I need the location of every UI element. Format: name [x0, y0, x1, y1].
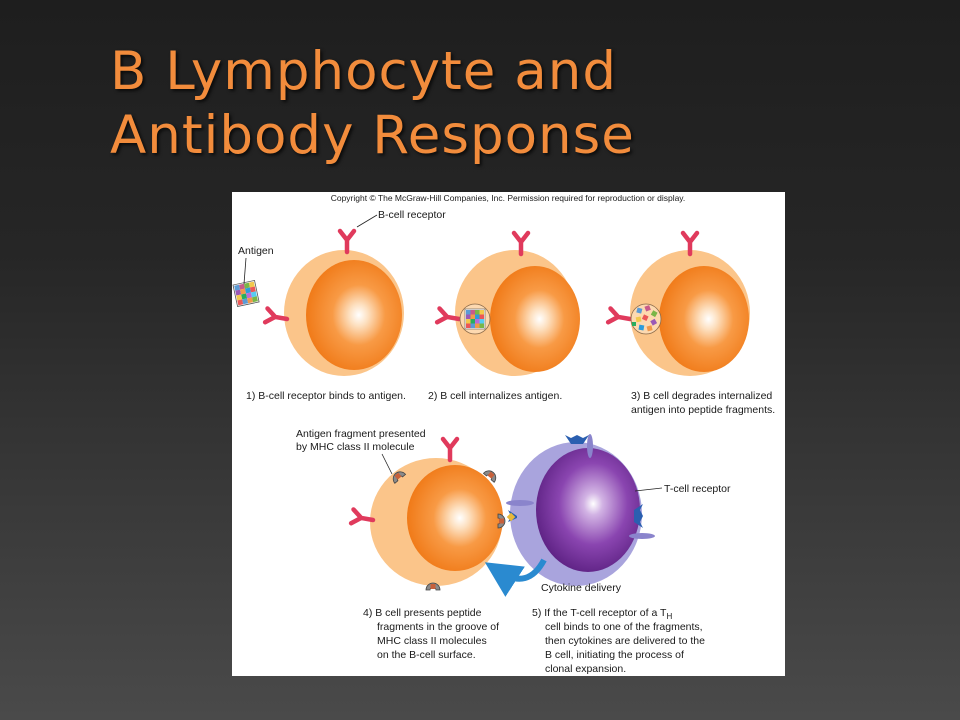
b-cell-receptor-icon [608, 308, 631, 325]
step-2-caption: 2) B cell internalizes antigen. [428, 390, 562, 402]
slide-title-line-1: B Lymphocyte and [110, 41, 617, 102]
step-5-caption-line-3: then cytokines are delivered to the [545, 635, 705, 647]
t-cell-receptor-icon [634, 504, 643, 528]
step-3-caption-line-1: 3) B cell degrades internalized [631, 390, 772, 402]
step-5-caption-line-4: B cell, initiating the process of [545, 649, 684, 661]
b-cell-step-1 [232, 231, 404, 376]
b-cell-receptor-icon [443, 439, 457, 460]
step-5-caption-line-1-text: 5) If the T-cell receptor of a T [532, 607, 667, 619]
step-4-caption-line-2: fragments in the groove of [377, 621, 499, 633]
t-cell-receptor-icon [565, 435, 589, 444]
b-cell-step-3 [608, 233, 750, 376]
step-5-caption-subscript: H [666, 612, 672, 621]
b-cell-step-2 [437, 233, 580, 376]
peptide-fragments-icon [632, 305, 658, 332]
slide-title-line-2: Antibody Response [110, 105, 635, 166]
copyright-text: Copyright © The McGraw-Hill Companies, I… [331, 193, 686, 203]
cytokine-delivery-label: Cytokine delivery [541, 582, 622, 594]
slide-title: B Lymphocyte and Antibody Response [110, 40, 810, 168]
figure-diagram: Copyright © The McGraw-Hill Companies, I… [232, 193, 775, 675]
b-cell-receptor-icon [340, 231, 354, 252]
internalized-antigen-icon [464, 308, 486, 330]
step-5-caption-line-5: clonal expansion. [545, 663, 626, 675]
step-3-caption-line-2: antigen into peptide fragments. [631, 404, 775, 416]
step-5-caption-line-2: cell binds to one of the fragments, [545, 621, 703, 633]
step-5-caption-line-1: 5) If the T-cell receptor of a TH [532, 607, 672, 621]
t-helper-cell [506, 434, 655, 586]
step-1-caption: 1) B-cell receptor binds to antigen. [246, 390, 406, 402]
b-cell-step-4 [351, 439, 506, 591]
t-cell-receptor-label: T-cell receptor [664, 483, 731, 495]
mhc-class-ii-icon [497, 513, 506, 529]
step-4-caption-line-4: on the B-cell surface. [377, 649, 476, 661]
antigen-fragment-label-line-2: by MHC class II molecule [296, 441, 415, 453]
antigen-icon [232, 279, 260, 307]
antigen-fragment-label-line-1: Antigen fragment presented [296, 428, 426, 440]
b-cell-figure: Copyright © The McGraw-Hill Companies, I… [232, 192, 785, 676]
b-cell-receptor-label: B-cell receptor [378, 209, 446, 221]
cytokine-delivery-arrow [484, 558, 547, 597]
antigen-label: Antigen [238, 245, 274, 257]
step-4-caption-line-1: 4) B cell presents peptide [363, 607, 482, 619]
step-4-caption-line-3: MHC class II molecules [377, 635, 487, 647]
